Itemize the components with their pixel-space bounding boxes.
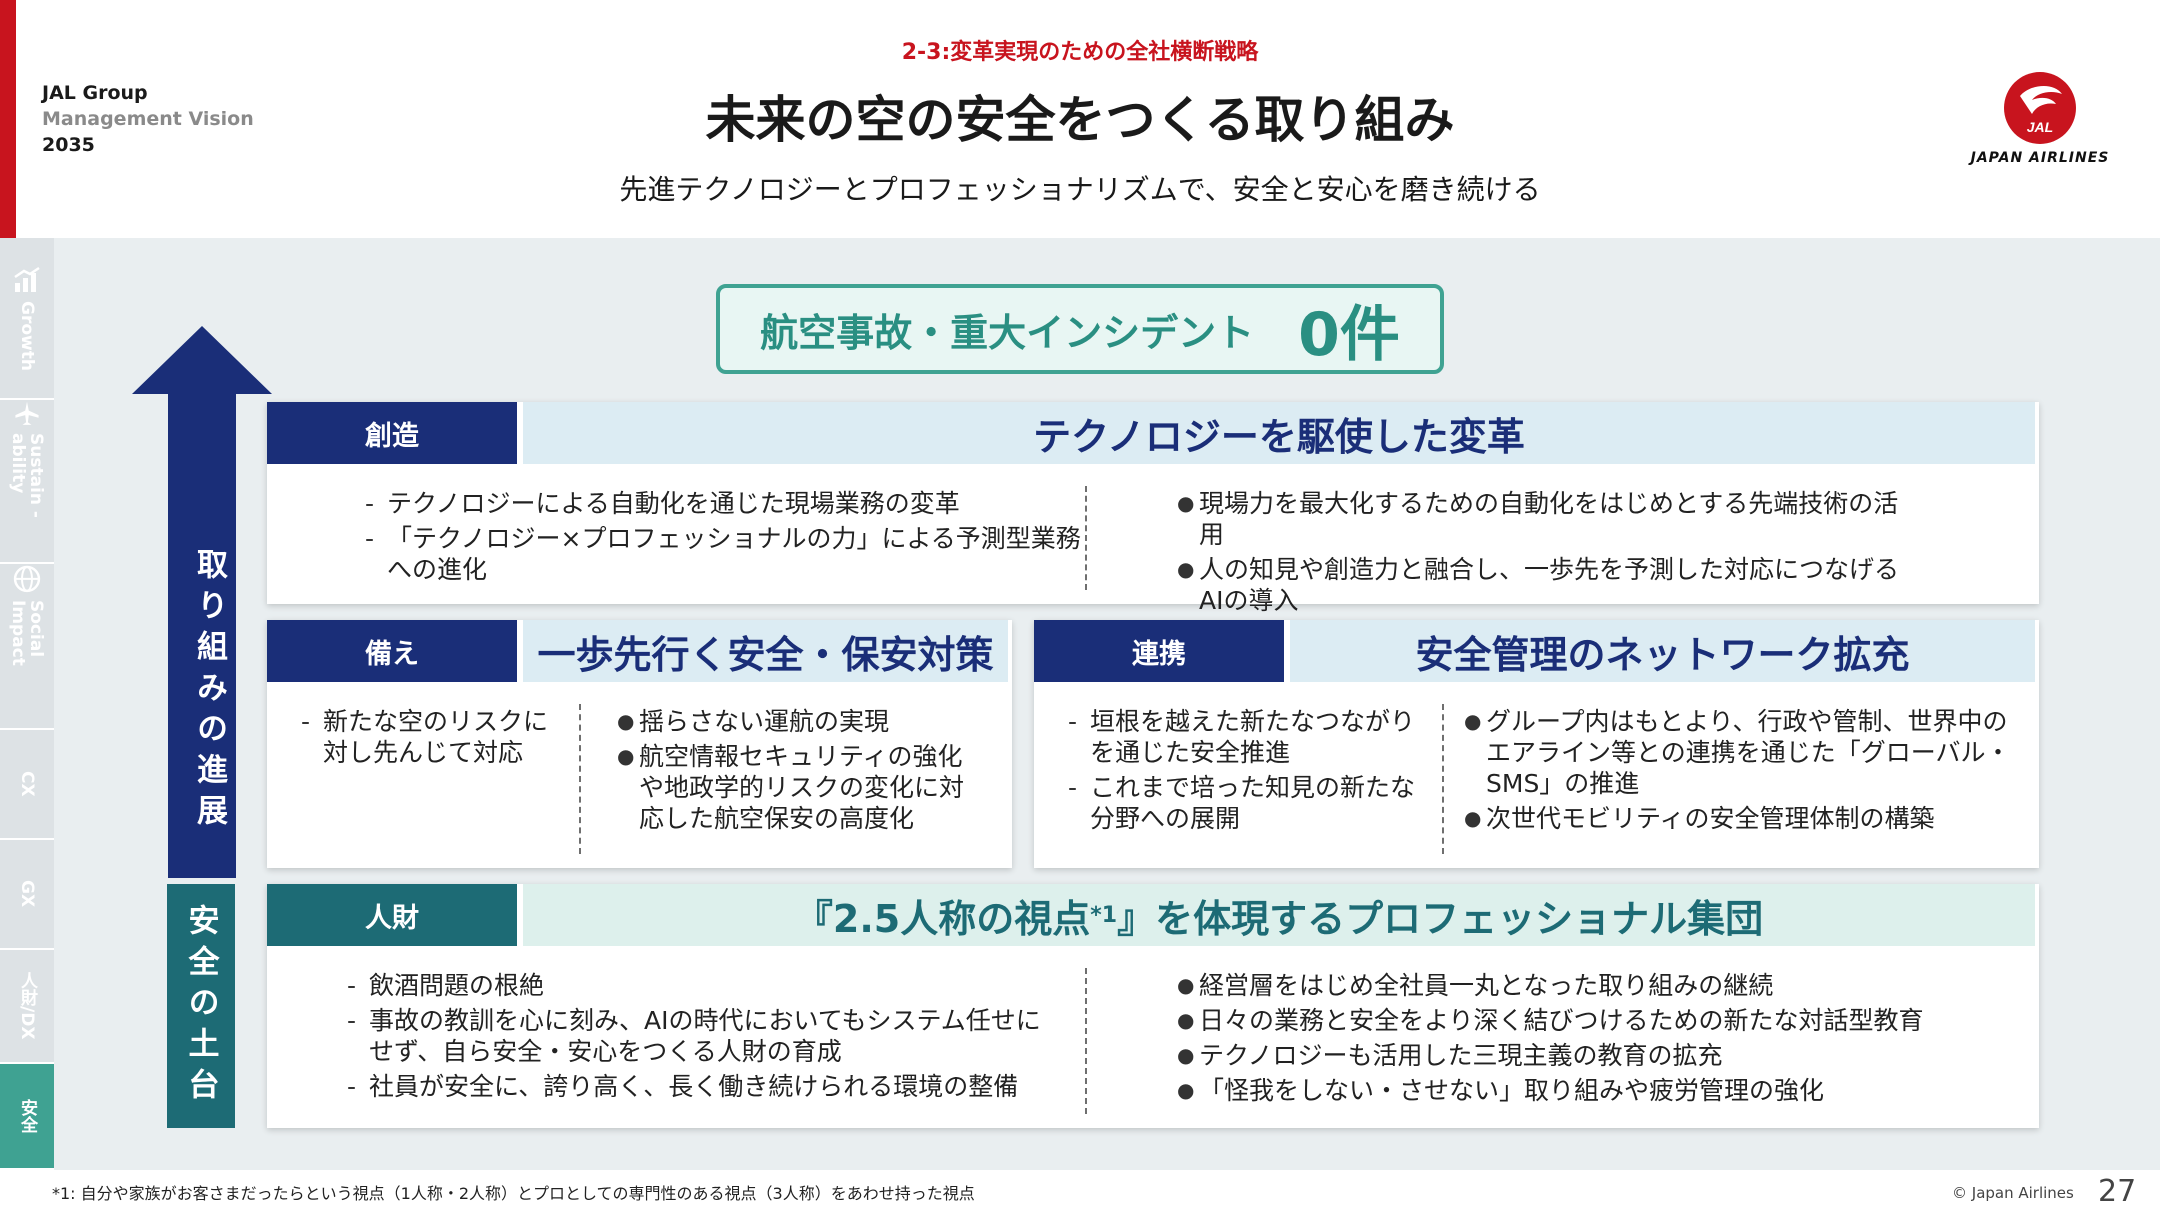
list-item: ●日々の業務と安全をより深く結びつけるための新たな対話型教育 xyxy=(1177,1006,1924,1035)
goal-count: 0件 xyxy=(1298,299,1400,370)
list-item: ●現場力を最大化するための自動化をはじめとする先端技術の活用 xyxy=(1177,489,1899,549)
side-tab-label: CX xyxy=(17,771,37,797)
list-item: -「テクノロジー×プロフェッショナルの力」による予測型業務への進化 xyxy=(365,524,1081,584)
brand-line-2: Management Vision xyxy=(42,108,254,130)
side-tab-growth[interactable]: Growth xyxy=(0,238,54,400)
list-item: -これまで培った知見の新たな分野への展開 xyxy=(1068,773,1416,833)
goal-box: 航空事故・重大インシデント 0件 xyxy=(716,284,1444,374)
list-item: ●経営層をはじめ全社員一丸となった取り組みの継続 xyxy=(1177,971,1774,1000)
list-item: -事故の教訓を心に刻み、AIの時代においてもシステム任せにせず、自ら安全・安心を… xyxy=(347,1006,1041,1066)
side-tab-label: 人財/DX xyxy=(17,972,37,1040)
column-divider xyxy=(579,704,581,854)
card-headline: 安全管理のネットワーク拡充 xyxy=(1290,620,2035,682)
card-left-column: -飲酒問題の根絶 -事故の教訓を心に刻み、AIの時代においてもシステム任せにせず… xyxy=(347,970,1047,1106)
side-tab-safety[interactable]: 安全 xyxy=(0,1064,54,1170)
card-people: 人財 『2.5人称の視点*1』を体現するプロフェッショナル集団 -飲酒問題の根絶… xyxy=(267,884,2039,1128)
card-headline: テクノロジーを駆使した変革 xyxy=(523,402,2035,464)
side-tab-sustainability[interactable]: Sustain -ability xyxy=(0,400,54,564)
crane-logo-icon: JAL xyxy=(2004,72,2076,144)
card-tag: 備え xyxy=(267,620,517,682)
foundation-block: 安全の土台 xyxy=(167,884,235,1128)
list-item: ●揺らさない運航の実現 xyxy=(617,707,890,736)
side-tab-label: Sustain -ability xyxy=(8,432,46,518)
brand-accent-bar xyxy=(0,0,16,238)
column-divider xyxy=(1085,968,1087,1114)
brand-block: JAL Group Management Vision 2035 xyxy=(42,80,254,158)
card-headline: 一歩先行く安全・保安対策 xyxy=(523,620,1008,682)
list-item: ●航空情報セキュリティの強化や地政学的リスクの変化に対応した航空保安の高度化 xyxy=(617,742,965,833)
goal-text: 航空事故・重大インシデント xyxy=(760,310,1255,355)
card-left-column: -テクノロジーによる自動化を通じた現場業務の変革 -「テクノロジー×プロフェッシ… xyxy=(365,488,1085,589)
airplane-icon xyxy=(15,401,39,425)
page-number: 27 xyxy=(2098,1174,2137,1209)
side-tab-label: GX xyxy=(17,880,37,908)
logo-wordmark: JAPAN AIRLINES xyxy=(1970,150,2110,166)
list-item: -新たな空のリスクに対し先んじて対応 xyxy=(301,707,549,767)
column-divider xyxy=(1442,704,1444,854)
jal-logo: JAL JAPAN AIRLINES xyxy=(1940,70,2140,170)
progress-arrow-label: 取り組みの進展 xyxy=(191,548,227,835)
growth-chart-icon xyxy=(14,266,40,293)
page-subtitle: 先進テクノロジーとプロフェッショナリズムで、安全と安心を磨き続ける xyxy=(619,173,1541,206)
brand-line-1: JAL Group xyxy=(42,82,148,104)
list-item: ●テクノロジーも活用した三現主義の教育の拡充 xyxy=(1177,1041,1723,1070)
side-tab-label: Social Impact xyxy=(8,599,46,666)
copyright: © Japan Airlines xyxy=(1952,1184,2074,1202)
page-title: 未来の空の安全をつくる取り組み xyxy=(705,91,1455,149)
side-tab-label: 安全 xyxy=(17,1099,37,1133)
card-right-column: ●グループ内はもとより、行政や管制、世界中のエアライン等との連携を通じた「グロー… xyxy=(1464,706,2024,838)
card-headline: 『2.5人称の視点*1』を体現するプロフェッショナル集団 xyxy=(523,884,2035,946)
card-tag: 人財 xyxy=(267,884,517,946)
progress-arrow xyxy=(132,326,272,878)
card-left-column: -垣根を越えた新たなつながりを通じた安全推進 -これまで培った知見の新たな分野へ… xyxy=(1068,706,1428,838)
footnote: *1: 自分や家族がお客さまだったらという視点（1人称・2人称）とプロとしての専… xyxy=(52,1184,975,1203)
list-item: -テクノロジーによる自動化を通じた現場業務の変革 xyxy=(365,489,960,518)
side-tab-gx[interactable]: GX xyxy=(0,840,54,950)
side-tab-people-dx[interactable]: 人財/DX xyxy=(0,950,54,1064)
list-item: ●人の知見や創造力と融合し、一歩先を予測した対応につなげるAIの導入 xyxy=(1177,555,1900,615)
card-right-column: ●揺らさない運航の実現 ●航空情報セキュリティの強化や地政学的リスクの変化に対応… xyxy=(617,706,987,838)
card-collaboration: 連携 安全管理のネットワーク拡充 -垣根を越えた新たなつながりを通じた安全推進 … xyxy=(1034,620,2039,868)
list-item: ●グループ内はもとより、行政や管制、世界中のエアライン等との連携を通じた「グロー… xyxy=(1464,707,2011,798)
svg-text:JAL: JAL xyxy=(2027,119,2053,135)
card-right-column: ●現場力を最大化するための自動化をはじめとする先端技術の活用 ●人の知見や創造力… xyxy=(1177,488,1917,620)
card-right-column: ●経営層をはじめ全社員一丸となった取り組みの継続 ●日々の業務と安全をより深く結… xyxy=(1177,970,1937,1110)
side-tab-social-impact[interactable]: Social Impact xyxy=(0,564,54,730)
list-item: -社員が安全に、誇り高く、長く働き続けられる環境の整備 xyxy=(347,1072,1019,1101)
card-left-column: -新たな空のリスクに対し先んじて対応 xyxy=(301,706,561,772)
list-item: ●次世代モビリティの安全管理体制の構築 xyxy=(1464,804,1935,833)
card-tag: 連携 xyxy=(1034,620,1284,682)
side-tab-cx[interactable]: CX xyxy=(0,730,54,840)
list-item: -飲酒問題の根絶 xyxy=(347,971,545,1000)
foundation-label: 安全の土台 xyxy=(182,903,219,1109)
card-tag: 創造 xyxy=(267,402,517,464)
list-item: ●「怪我をしない・させない」取り組みや疲労管理の強化 xyxy=(1177,1076,1825,1105)
section-label: 2-3:変革実現のための全社横断戦略 xyxy=(901,40,1259,65)
card-preparation: 備え 一歩先行く安全・保安対策 -新たな空のリスクに対し先んじて対応 ●揺らさな… xyxy=(267,620,1012,868)
brand-line-3: 2035 xyxy=(42,134,95,156)
list-item: -垣根を越えた新たなつながりを通じた安全推進 xyxy=(1068,707,1416,767)
side-tab-label: Growth xyxy=(17,301,37,371)
column-divider xyxy=(1085,486,1087,590)
globe-icon xyxy=(13,565,41,593)
card-creation: 創造 テクノロジーを駆使した変革 -テクノロジーによる自動化を通じた現場業務の変… xyxy=(267,402,2039,615)
